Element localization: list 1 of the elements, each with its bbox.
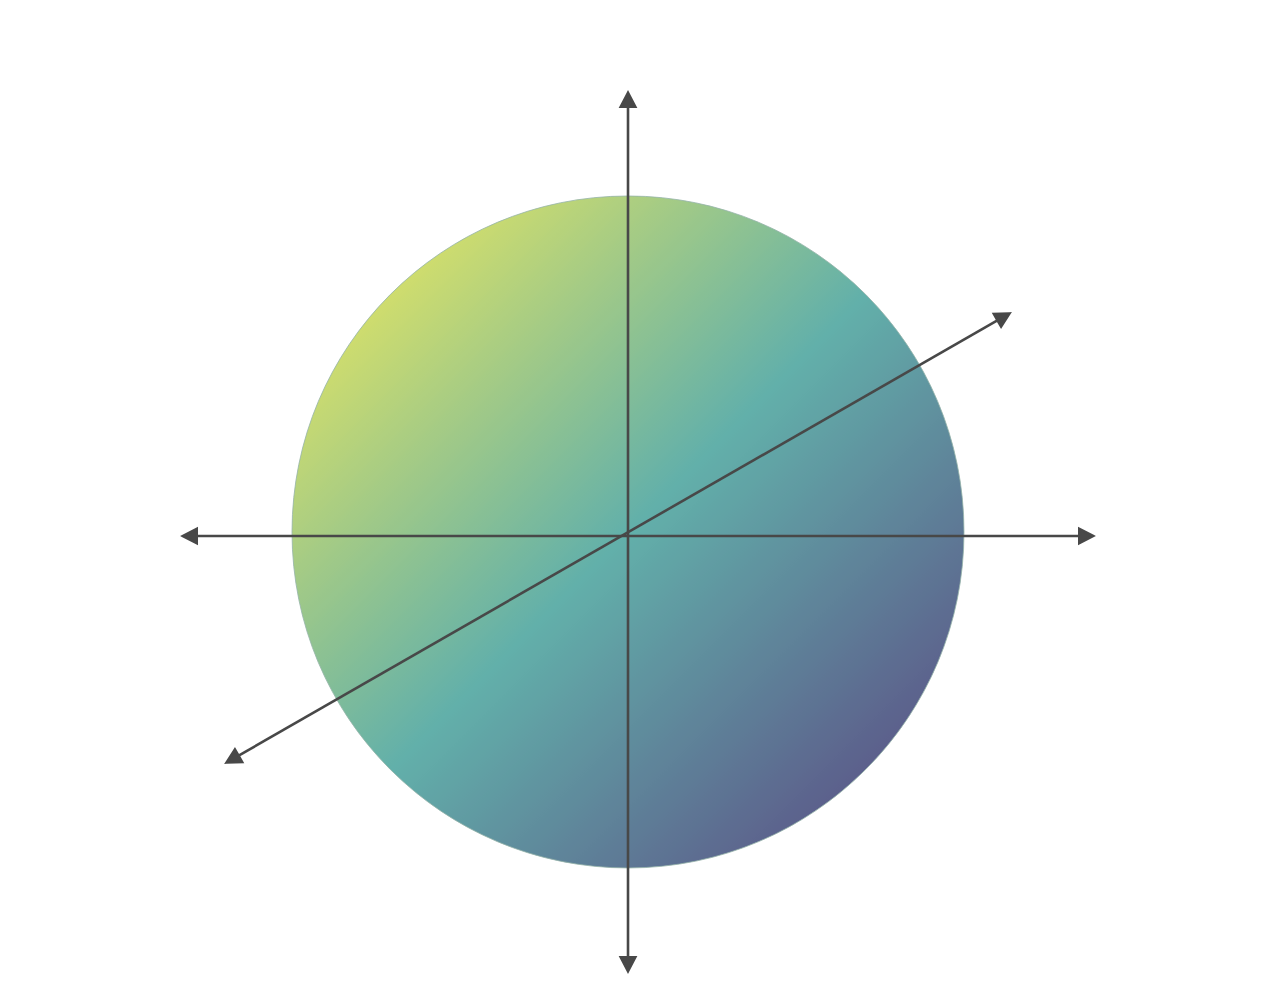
sphere	[291, 195, 965, 869]
